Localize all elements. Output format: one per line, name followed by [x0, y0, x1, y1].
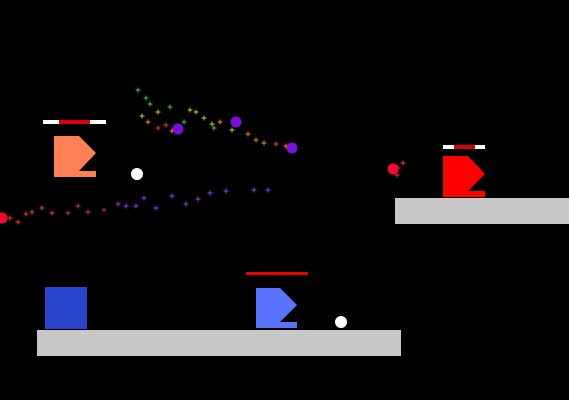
player-body — [256, 288, 297, 328]
enemy-orange[interactable] — [43, 120, 106, 177]
enemy-orange-health-bar — [59, 120, 90, 124]
purple-orb — [230, 116, 242, 128]
enemy-red-body — [443, 156, 485, 197]
blue-crate — [45, 287, 87, 329]
platform-lower — [37, 330, 401, 356]
enemy-red-health-bar — [454, 145, 475, 149]
enemy-red[interactable] — [443, 145, 485, 197]
white-ball-upper — [131, 168, 143, 180]
white-ball-lower — [335, 316, 347, 328]
red-shot — [387, 163, 399, 175]
purple-orb — [286, 142, 298, 154]
player-health-bar — [246, 272, 308, 275]
purple-orb — [172, 123, 184, 135]
platform-right — [395, 198, 569, 224]
red-shot — [0, 212, 8, 224]
player-tank[interactable] — [246, 272, 308, 328]
particle-trail-upper — [135, 87, 289, 149]
enemy-orange-body — [54, 136, 96, 177]
